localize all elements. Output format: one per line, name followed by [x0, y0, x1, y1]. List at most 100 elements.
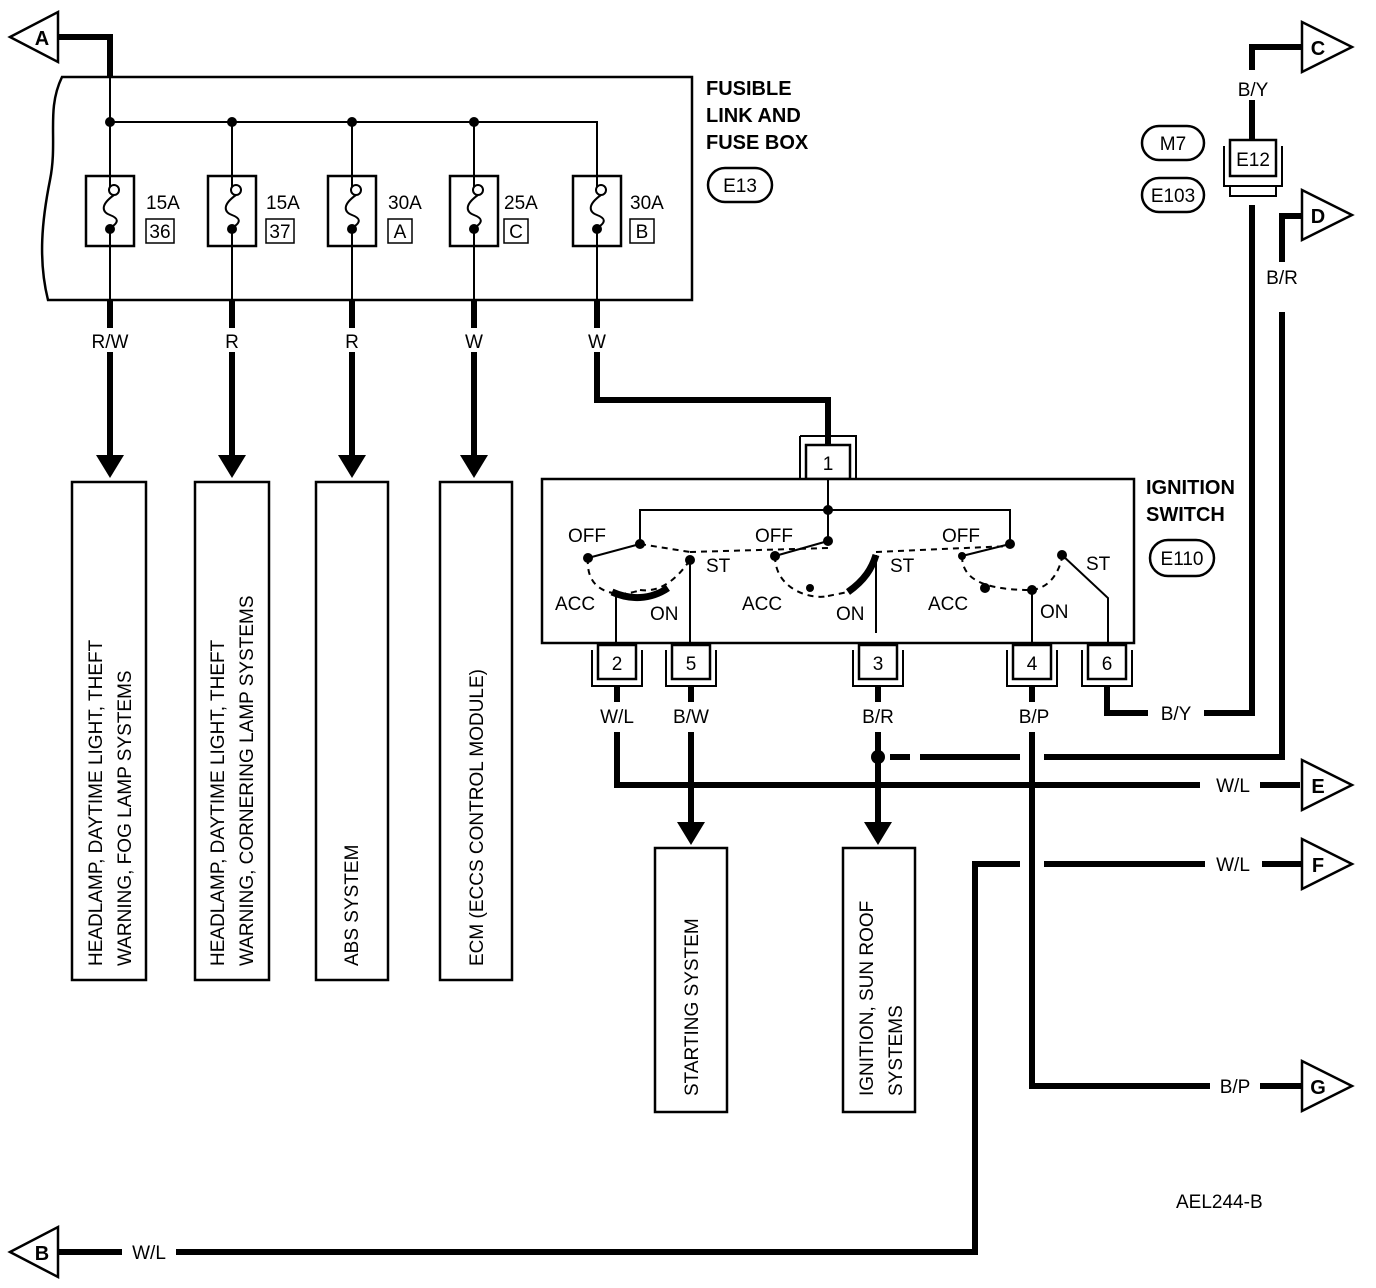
terminal-f: F	[1300, 836, 1355, 892]
fuse-element	[102, 194, 118, 229]
fuse-id: B	[636, 222, 649, 243]
pin-5-connector: 5	[665, 643, 717, 687]
pos-off-3: OFF	[942, 526, 980, 547]
fuse-id: 37	[269, 222, 290, 243]
pos-off-2: OFF	[755, 526, 793, 547]
destination-3-line-1: ABS SYSTEM	[342, 845, 363, 966]
terminal-c: C	[1300, 19, 1355, 75]
fuse-rating: 25A	[504, 193, 538, 214]
fuse-element	[466, 194, 482, 229]
e12-connector: E12 M7 E103	[1140, 124, 1283, 214]
fuse-box-title-3: FUSE BOX	[706, 132, 809, 154]
destination-4-line-1: ECM (ECCS CONTROL MODULE)	[467, 669, 488, 966]
pin-4-connector: 4	[1006, 643, 1058, 687]
fuse-id: A	[394, 222, 407, 243]
pos-st-3: ST	[1086, 554, 1111, 575]
pos-st-2: ST	[890, 556, 915, 577]
wire-label-r2: R	[345, 332, 359, 353]
terminal-b: B	[7, 1224, 60, 1280]
wire-c: B/Y	[1238, 80, 1269, 101]
fuse-id: C	[509, 222, 523, 243]
wire-g: B/P	[1220, 1077, 1251, 1098]
terminal-f-label: F	[1312, 855, 1324, 877]
wire-label-rw: R/W	[92, 332, 129, 353]
pos-acc-3: ACC	[928, 594, 968, 615]
fuse-3: 30A A	[326, 122, 422, 300]
ignition-switch: 1 IGNITION SWITCH E110 OFF ST ACC ON	[540, 435, 1235, 645]
pos-st-1: ST	[706, 556, 731, 577]
ignition-title-1: IGNITION	[1146, 477, 1235, 499]
pos-on-2: ON	[836, 604, 865, 625]
fuse-rating: 30A	[630, 193, 664, 214]
fuse-box-title-2: LINK AND	[706, 105, 801, 127]
terminal-c-label: C	[1311, 38, 1325, 60]
fuse-box-connector: E13	[723, 176, 757, 197]
wire-d: B/R	[1266, 268, 1298, 289]
terminal-d-label: D	[1311, 206, 1325, 228]
wire-label-r1: R	[225, 332, 239, 353]
wire-f: W/L	[1216, 855, 1250, 876]
terminal-a: A	[7, 9, 113, 78]
pos-on-1: ON	[650, 604, 679, 625]
fuse-outputs	[96, 300, 831, 478]
terminal-e-label: E	[1311, 776, 1324, 798]
fuse-wire-labels: R/W R R W W	[84, 328, 610, 353]
pos-acc-1: ACC	[555, 594, 595, 615]
pos-off-1: OFF	[568, 526, 606, 547]
destination-boxes: HEADLAMP, DAYTIME LIGHT, THEFT WARNING, …	[70, 480, 917, 1114]
wire-label-w1: W	[465, 332, 483, 353]
pin-6-connector: 6	[1081, 643, 1133, 687]
terminal-b-label: B	[35, 1243, 49, 1265]
destination-2-line-2: WARNING, CORNERING LAMP SYSTEMS	[237, 595, 258, 966]
pin-2: 2	[612, 654, 623, 675]
pin-5: 5	[686, 654, 697, 675]
ignition-connector: E110	[1161, 549, 1204, 570]
wire-b: W/L	[132, 1243, 166, 1264]
connector-e12: E12	[1236, 150, 1270, 171]
terminal-e: E	[1300, 757, 1355, 813]
pin-3: 3	[873, 654, 884, 675]
destination-1-line-2: WARNING, FOG LAMP SYSTEMS	[115, 670, 136, 966]
fuse-element	[224, 194, 240, 229]
ignition-pin-connectors: 2 5 3 4 6	[591, 643, 1133, 687]
pin-4: 4	[1027, 654, 1038, 675]
pin-1: 1	[823, 454, 834, 475]
destination-2-line-1: HEADLAMP, DAYTIME LIGHT, THEFT	[208, 639, 229, 966]
fuse-element	[344, 194, 360, 229]
fuse-4: 25A C	[448, 122, 538, 300]
connector-e103: E103	[1151, 186, 1195, 207]
terminal-g-label: G	[1310, 1077, 1326, 1099]
output-wire-labels: W/L B/W B/R B/P B/Y W/L W/L B/P W/L B/R …	[132, 80, 1298, 1264]
fuse-box: FUSIBLE LINK AND FUSE BOX E13	[40, 75, 809, 302]
wire-pin4: B/P	[1019, 707, 1050, 728]
terminal-g: G	[1300, 1058, 1355, 1114]
destination-6-line-1: IGNITION, SUN ROOF	[857, 901, 878, 1096]
pos-acc-2: ACC	[742, 594, 782, 615]
terminal-a-label: A	[35, 28, 49, 50]
fuse-rating: 30A	[388, 193, 422, 214]
destination-6-line-2: SYSTEMS	[886, 1005, 907, 1096]
destination-5-line-1: STARTING SYSTEM	[682, 918, 703, 1096]
fuse-rating: 15A	[266, 193, 300, 214]
fuse-box-title-1: FUSIBLE	[706, 78, 792, 100]
wire-label-w2: W	[588, 332, 606, 353]
wire-pin3: B/R	[862, 707, 894, 728]
pin-3-connector: 3	[852, 643, 904, 687]
wire-pin5: B/W	[673, 707, 709, 728]
terminal-d: D	[1300, 187, 1355, 243]
wire-e: W/L	[1216, 776, 1250, 797]
wire-pin6: B/Y	[1161, 704, 1192, 725]
fuse-5: 30A B	[571, 122, 664, 300]
connector-m7: M7	[1160, 134, 1186, 155]
figure-code: AEL244-B	[1176, 1192, 1263, 1213]
pin-6: 6	[1102, 654, 1113, 675]
pin-2-connector: 2	[591, 643, 643, 687]
fuse-element	[589, 194, 605, 229]
fuse-rating: 15A	[146, 193, 180, 214]
destination-1-line-1: HEADLAMP, DAYTIME LIGHT, THEFT	[86, 639, 107, 966]
output-wiring	[58, 44, 1302, 1255]
